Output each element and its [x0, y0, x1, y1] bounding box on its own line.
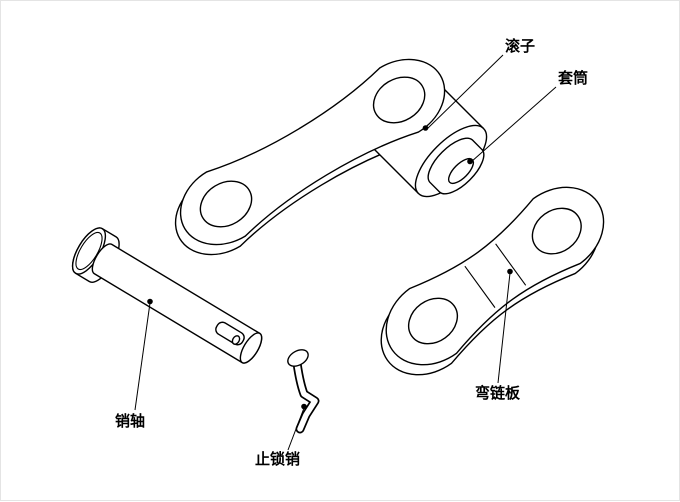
bend-line-1 — [465, 266, 495, 307]
label-bent-plate: 弯链板 — [475, 384, 521, 402]
label-pin: 销轴 — [115, 412, 145, 430]
leader-line-sleeve — [470, 86, 557, 163]
bent-link-plate-part — [369, 169, 621, 382]
label-lock-pin: 止锁销 — [255, 450, 300, 468]
leader-line-bent-plate — [497, 272, 511, 384]
bend-line-2 — [496, 244, 526, 285]
pin-tip-face — [239, 332, 263, 364]
leader-line-pin — [134, 302, 151, 411]
upper-link-plate — [166, 43, 460, 261]
label-roller: 滚子 — [505, 37, 535, 55]
leader-line-roller — [426, 54, 504, 130]
bent-plate-outline — [369, 169, 621, 382]
leader-dot-pin — [147, 298, 153, 305]
leader-dot-roller — [422, 125, 429, 131]
bent-plate-hole-left — [400, 289, 467, 353]
sleeve-bore — [447, 157, 475, 185]
upper-plate-hole-left — [192, 172, 260, 236]
bent-plate-hole-right — [524, 199, 591, 263]
lock-pin-head — [287, 349, 309, 367]
leader-line-lock-pin — [287, 407, 305, 451]
upper-plate-hole-right — [365, 68, 433, 132]
lock-pin-part — [287, 349, 320, 434]
leader-dot-lock-pin — [301, 403, 307, 410]
lock-pin-shank-core — [294, 360, 318, 432]
sleeve-part — [427, 137, 485, 195]
label-sleeve: 套筒 — [557, 69, 588, 87]
leader-dot-bent-plate — [507, 268, 513, 275]
pin-cross-hole — [231, 335, 241, 345]
pin-part — [71, 227, 263, 364]
annotations: 滚子 套筒 弯链板 销轴 止锁销 — [115, 37, 588, 468]
leader-dot-sleeve — [467, 158, 473, 165]
